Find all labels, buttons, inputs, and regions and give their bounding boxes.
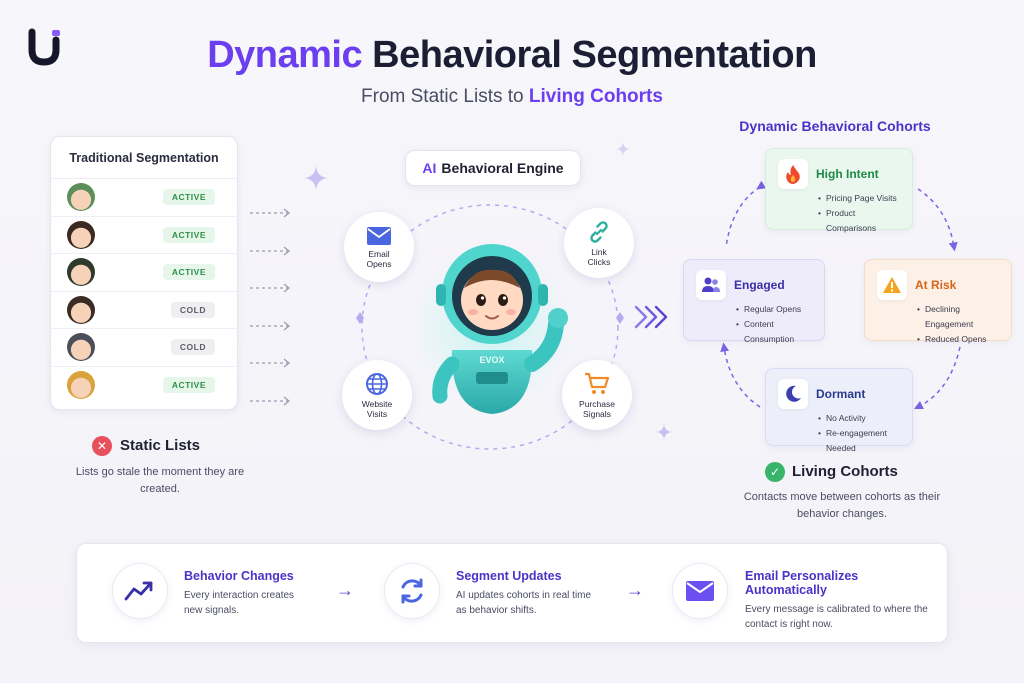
living-cohorts-title: Living Cohorts xyxy=(792,463,898,480)
trend-up-icon xyxy=(112,563,168,619)
static-lists-title: Static Lists xyxy=(120,437,201,454)
close-icon: ✕ xyxy=(92,436,112,456)
status-badge: COLD xyxy=(170,339,215,356)
traditional-segmentation-title: Traditional Segmentation xyxy=(51,137,237,179)
dashed-arrow-icon xyxy=(250,283,290,293)
cohort-engaged: Engaged Regular Opens Content Consumptio… xyxy=(683,259,825,344)
list-item: ACTIVE xyxy=(51,254,237,292)
dashed-arrow-icon xyxy=(250,396,290,405)
living-cohorts-description: Contacts move between cohorts as their b… xyxy=(743,491,941,520)
moon-icon xyxy=(778,379,808,409)
chevrons-right-icon xyxy=(634,305,668,329)
traditional-segmentation-card: Traditional Segmentation ACTIVE ACTIVE ACT… xyxy=(50,136,238,410)
status-badge: ACTIVE xyxy=(162,377,215,394)
mascot-badge: EVOX xyxy=(479,355,504,365)
brand-logo-icon xyxy=(28,28,60,66)
page-title: Dynamic Behavioral Segmentation xyxy=(207,34,817,76)
astronaut-mascot: EVOX xyxy=(410,244,574,414)
list-item: ACTIVE xyxy=(51,179,237,217)
avatar xyxy=(67,220,95,249)
list-item: ACTIVE xyxy=(51,367,237,405)
avatar xyxy=(67,183,95,212)
cohort-at-risk: At Risk Declining Engagement Reduced Ope… xyxy=(864,259,1012,347)
arrow-right-icon: → xyxy=(626,580,644,600)
list-item: ACTIVE xyxy=(51,217,237,254)
status-badge: COLD xyxy=(170,301,215,318)
cohort-dormant: Dormant No Activity Re-engagement Needed xyxy=(765,368,913,453)
status-badge: ACTIVE xyxy=(162,189,215,206)
link-icon xyxy=(590,220,608,243)
dashed-arrow-icon xyxy=(250,246,290,255)
dashed-arrow-icon xyxy=(250,321,290,330)
avatar xyxy=(67,333,95,362)
refresh-icon xyxy=(384,563,440,619)
cohort-cycle-arrows xyxy=(720,180,961,410)
warning-icon xyxy=(877,270,907,300)
dashed-arrow-icon xyxy=(250,358,290,368)
ai-behavioral-engine-label: AI Behavioral Engine xyxy=(405,150,581,186)
arrow-right-icon: → xyxy=(336,580,354,600)
static-lists-description: Lists go stale the moment they are creat… xyxy=(75,466,245,495)
cohort-high-intent: High Intent Pricing Page Visits Product … xyxy=(765,148,913,233)
globe-icon xyxy=(366,372,388,395)
step-behavior-changes: Behavior Changes Every interaction creat… xyxy=(184,569,295,616)
list-item: COLD xyxy=(51,292,237,329)
step-email-personalizes: Email Personalizes Automatically Every m… xyxy=(745,569,928,630)
engine-orbit xyxy=(356,204,624,450)
step-segment-updates: Segment Updates AI updates cohorts in re… xyxy=(456,569,592,616)
dashed-arrow-icon xyxy=(250,208,290,218)
process-steps-bar xyxy=(76,543,948,643)
envelope-icon xyxy=(672,563,728,619)
users-icon xyxy=(696,270,726,300)
flame-icon xyxy=(778,159,808,189)
page-subtitle: From Static Lists to Living Cohorts xyxy=(361,86,663,107)
avatar xyxy=(67,371,95,400)
status-badge: ACTIVE xyxy=(162,264,215,281)
dynamic-cohorts-heading: Dynamic Behavioral Cohorts xyxy=(739,118,931,134)
envelope-icon xyxy=(367,226,391,245)
sparkle-icon xyxy=(304,166,328,190)
avatar xyxy=(67,258,95,287)
list-item: COLD xyxy=(51,329,237,367)
sparkle-icon xyxy=(616,142,630,156)
sparkle-icon xyxy=(656,424,672,440)
cart-icon xyxy=(585,372,610,394)
status-badge: ACTIVE xyxy=(162,226,215,243)
check-icon: ✓ xyxy=(765,462,785,482)
avatar xyxy=(67,295,95,324)
